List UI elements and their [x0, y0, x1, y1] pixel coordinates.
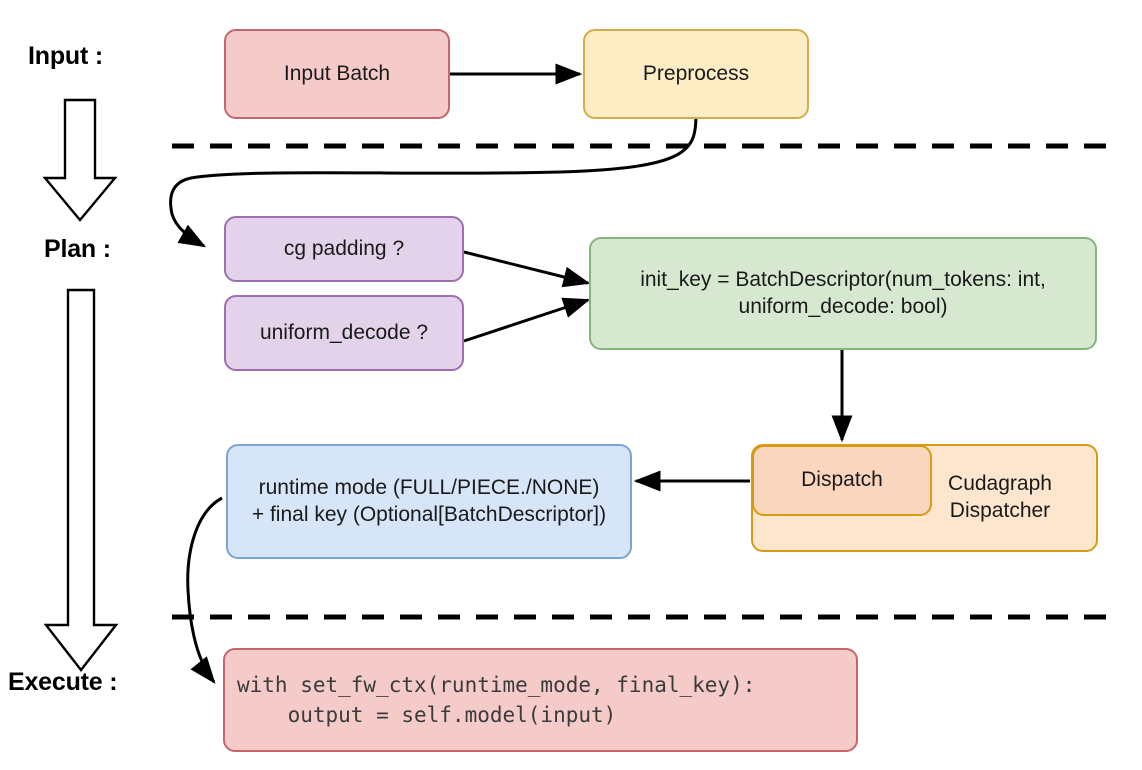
node-uniform-decode-label: uniform_decode ? [259, 320, 429, 344]
node-runtime-mode[interactable]: runtime mode (FULL/PIECE./NONE) + final … [226, 444, 632, 559]
node-cudagraph-dispatcher-line-2: Dispatcher [949, 499, 1051, 522]
node-preprocess-label: Preprocess [642, 61, 750, 85]
node-input-batch[interactable]: Input Batch [224, 29, 450, 119]
node-input-batch-label: Input Batch [283, 61, 391, 85]
code-line-1: with set_fw_ctx(runtime_mode, final_key)… [237, 672, 756, 697]
node-preprocess[interactable]: Preprocess [583, 29, 809, 119]
node-runtime-mode-line-2: + final key (Optional[BatchDescriptor]) [251, 502, 607, 526]
edge-runtime-mode-to-code-block [186, 496, 223, 684]
node-cg-padding-label: cg padding ? [283, 236, 405, 260]
plan-to-execute-arrow [43, 288, 119, 672]
stage-label-plan: Plan : [44, 235, 111, 263]
node-init-key[interactable]: init_key = BatchDescriptor(num_tokens: i… [589, 237, 1097, 350]
node-dispatch-label: Dispatch [801, 468, 883, 492]
code-line-2: output = self.model(input) [237, 703, 617, 727]
stage-label-execute: Execute : [8, 668, 118, 696]
node-cudagraph-dispatcher-line-1: Cudagraph [948, 472, 1052, 496]
node-runtime-mode-line-1: runtime mode (FULL/PIECE./NONE) [258, 476, 600, 500]
input-to-plan-arrow [42, 98, 118, 222]
edge-cg-padding-to-init-key [463, 250, 591, 288]
node-code-block[interactable]: with set_fw_ctx(runtime_mode, final_key)… [223, 648, 858, 752]
node-init-key-line-1: init_key = BatchDescriptor(num_tokens: i… [640, 268, 1046, 292]
node-dispatch[interactable]: Dispatch [752, 445, 932, 516]
node-init-key-line-2: uniform_decode: bool) [738, 294, 948, 318]
node-uniform-decode[interactable]: uniform_decode ? [224, 295, 464, 371]
node-cg-padding[interactable]: cg padding ? [224, 216, 464, 282]
edge-uniform-decode-to-init-key [463, 297, 591, 343]
stage-label-input: Input : [28, 42, 103, 70]
